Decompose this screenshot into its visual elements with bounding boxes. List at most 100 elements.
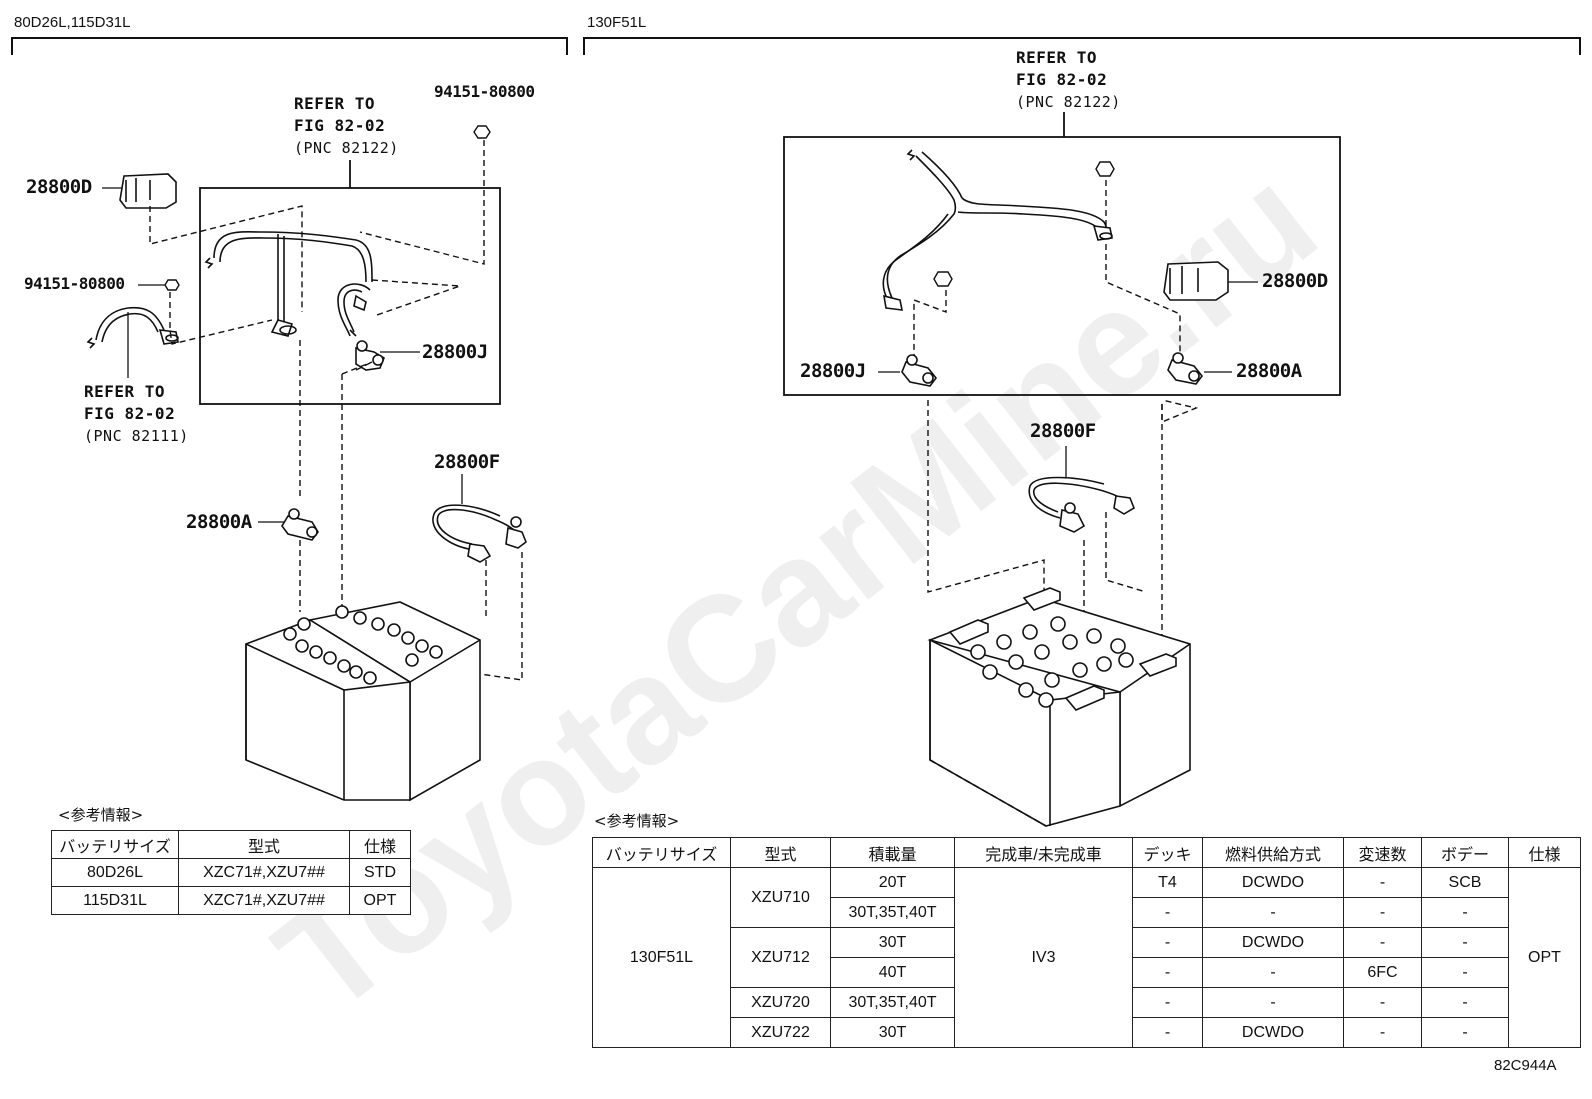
cell-fuel: DCWDO	[1202, 927, 1344, 958]
cell-completion: IV3	[954, 867, 1133, 1048]
left-nut-top	[473, 125, 491, 139]
right-leader-lines	[878, 281, 1258, 478]
header-deck: デッキ	[1132, 837, 1203, 868]
part-label-94151-top-left[interactable]: 94151-80800	[434, 82, 535, 101]
table-row: 130F51L XZU710 20T IV3 T4 DCWDO - SCB OP…	[592, 867, 1581, 1048]
cell-gears: -	[1343, 927, 1422, 958]
cell-body: -	[1421, 1017, 1509, 1048]
cell-fuel: DCWDO	[1202, 867, 1344, 898]
cell-battery: 130F51L	[592, 867, 731, 1048]
refer-line-1: REFER TO	[294, 94, 376, 113]
cell-body: -	[1421, 987, 1509, 1018]
header-spec: 仕様	[1508, 837, 1581, 868]
left-cover-28800D	[119, 173, 177, 209]
left-refer-box-label: REFER TO FIG 82-02 (PNC 82122)	[294, 93, 399, 159]
cell-gears: -	[1343, 867, 1422, 898]
header-spec: 仕様	[349, 830, 411, 859]
part-label-28800D-left[interactable]: 28800D	[26, 176, 92, 198]
cell-load: 30T	[830, 1017, 955, 1048]
table-row: XZU722 30T - DCWDO - -	[593, 1017, 1581, 1048]
left-harness-cable	[204, 231, 373, 337]
cell-deck: -	[1132, 957, 1203, 988]
refer-line-1: REFER TO	[84, 382, 166, 401]
cell-spec: OPT	[1508, 867, 1581, 1048]
header-body: ボデー	[1421, 837, 1509, 868]
cell-deck: -	[1132, 1017, 1203, 1048]
cell-model: XZU712	[730, 927, 831, 988]
refer-line-3: (PNC 82122)	[294, 139, 399, 157]
cell-body: -	[1421, 957, 1509, 988]
cell-deck: -	[1132, 987, 1203, 1018]
cell-deck: T4	[1132, 867, 1203, 898]
header-battery-size: バッテリサイズ	[51, 830, 179, 859]
table-row: 80D26L XZC71#,XZU7## STD	[51, 858, 411, 887]
cell-load: 20T	[830, 867, 955, 898]
refer-line-2: FIG 82-02	[84, 404, 176, 423]
left-leader-lines	[102, 187, 463, 523]
left-battery-table: バッテリサイズ 型式 仕様 80D26L XZC71#,XZU7## STD 1…	[51, 830, 411, 915]
left-terminal-28800A	[281, 508, 319, 541]
right-cable-28800F	[1028, 476, 1135, 533]
refer-line-2: FIG 82-02	[294, 116, 386, 135]
header-model: 型式	[178, 830, 350, 859]
cell-battery: 115D31L	[51, 886, 179, 915]
cell-deck: -	[1132, 927, 1203, 958]
part-label-28800A-left[interactable]: 28800A	[186, 511, 252, 533]
left-battery	[245, 601, 481, 802]
part-label-28800A-right[interactable]: 28800A	[1236, 360, 1302, 382]
right-battery	[927, 587, 1191, 827]
table-row: 40T - - 6FC -	[593, 957, 1581, 988]
table-row: XZU712 30T - DCWDO - -	[593, 927, 1581, 988]
cell-gears: -	[1343, 987, 1422, 1018]
part-label-94151-side-left[interactable]: 94151-80800	[24, 274, 125, 293]
cell-fuel: -	[1202, 957, 1344, 988]
table-header-row: バッテリサイズ 型式 仕様	[51, 830, 411, 859]
header-fuel: 燃料供給方式	[1202, 837, 1344, 868]
left-section-title: 80D26L,115D31L	[14, 14, 131, 31]
right-refer-box-label: REFER TO FIG 82-02 (PNC 82122)	[1016, 47, 1121, 113]
right-refer-box	[783, 112, 1341, 396]
refer-line-3: (PNC 82111)	[84, 427, 189, 445]
cell-gears: -	[1343, 1017, 1422, 1048]
right-battery-table: バッテリサイズ 型式 積載量 完成車/未完成車 デッキ 燃料供給方式 変速数 ボ…	[592, 837, 1581, 1048]
part-label-28800D-right[interactable]: 28800D	[1262, 270, 1328, 292]
figure-number: 82C944A	[1494, 1057, 1557, 1074]
table-row: 115D31L XZC71#,XZU7## OPT	[51, 886, 411, 915]
refer-line-3: (PNC 82122)	[1016, 93, 1121, 111]
cell-spec: STD	[349, 858, 411, 887]
right-info-title: <参考情報>	[594, 812, 680, 830]
part-label-28800F-right[interactable]: 28800F	[1030, 420, 1096, 442]
header-model: 型式	[730, 837, 831, 868]
left-info-title: <参考情報>	[58, 806, 144, 824]
table-row: 30T,35T,40T - - - -	[593, 897, 1581, 928]
cell-fuel: -	[1202, 987, 1344, 1018]
table-header-row: バッテリサイズ 型式 積載量 完成車/未完成車 デッキ 燃料供給方式 変速数 ボ…	[592, 837, 1581, 868]
header-battery-size: バッテリサイズ	[592, 837, 731, 868]
refer-line-1: REFER TO	[1016, 48, 1098, 67]
cell-load: 40T	[830, 957, 955, 988]
part-label-28800J-left[interactable]: 28800J	[422, 341, 488, 363]
left-cable-28800F	[432, 504, 527, 563]
cell-gears: -	[1343, 897, 1422, 928]
cell-fuel: DCWDO	[1202, 1017, 1344, 1048]
cell-body: SCB	[1421, 867, 1509, 898]
cell-battery: 80D26L	[51, 858, 179, 887]
header-completion: 完成車/未完成車	[954, 837, 1133, 868]
left-terminal-28800J	[355, 340, 385, 371]
left-section-bracket	[11, 37, 568, 55]
cell-spec: OPT	[349, 886, 411, 915]
cell-model: XZU720	[730, 987, 831, 1018]
part-label-28800F-left[interactable]: 28800F	[434, 451, 500, 473]
left-ground-cable	[86, 306, 179, 349]
cell-deck: -	[1132, 897, 1203, 928]
cell-model: XZU722	[730, 1017, 831, 1048]
right-cover-28800D	[1163, 261, 1229, 301]
cell-fuel: -	[1202, 897, 1344, 928]
header-load: 積載量	[830, 837, 955, 868]
header-gears: 変速数	[1343, 837, 1422, 868]
right-terminal-28800A	[1167, 352, 1204, 385]
right-nut-mid	[933, 271, 953, 287]
part-label-28800J-right[interactable]: 28800J	[800, 360, 866, 382]
cell-model: XZC71#,XZU7##	[178, 886, 350, 915]
cell-load: 30T,35T,40T	[830, 897, 955, 928]
